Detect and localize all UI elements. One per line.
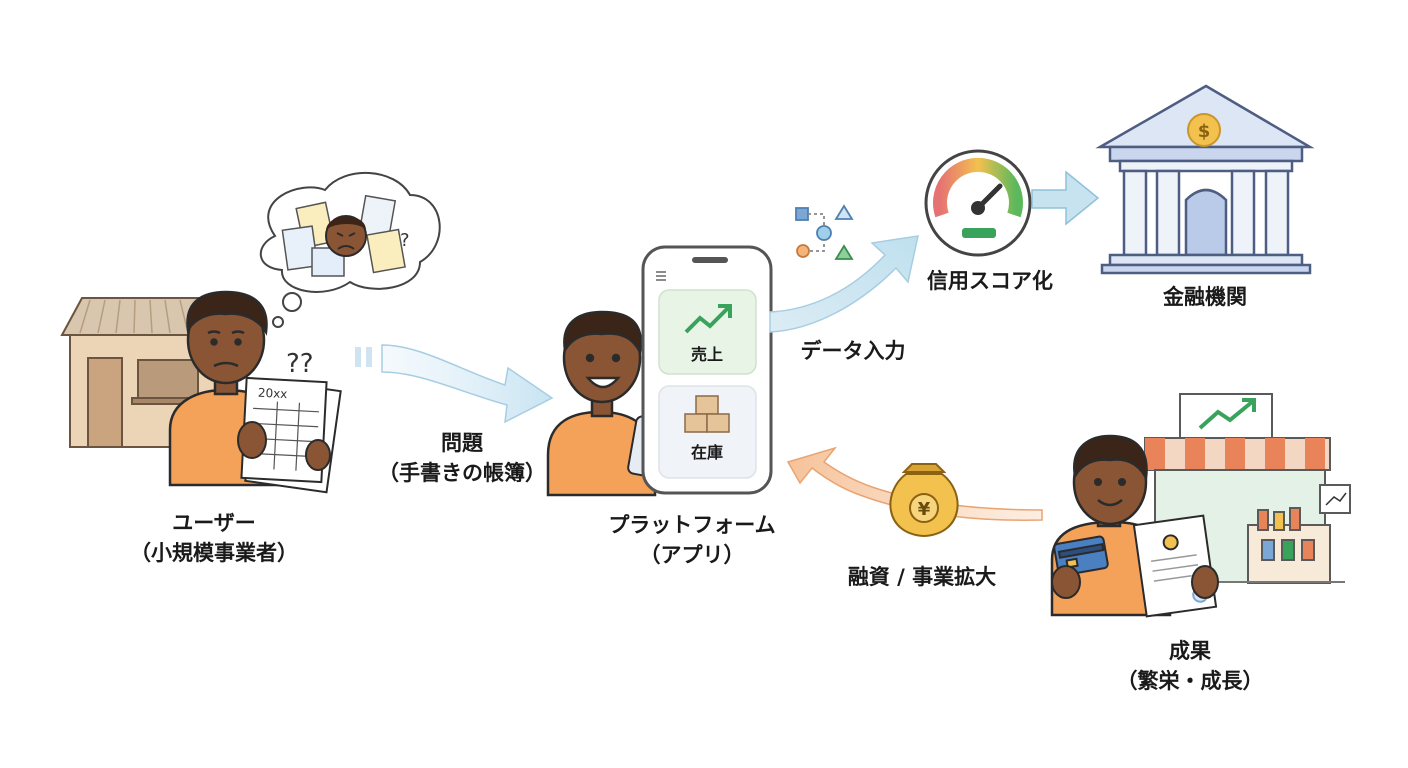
money-bag-icon [889,463,959,538]
outcome-label: 成果 （繁栄・成長） [1090,636,1290,696]
problem-title: 問題 [441,431,483,455]
document-icon [1132,514,1219,618]
worried-face-icon [325,215,367,257]
arrow-problem [355,344,554,424]
arrow-to-bank [1031,170,1100,226]
platform-title: プラットフォーム [608,513,776,537]
platform-label: プラットフォーム （アプリ） [572,510,812,570]
yen-symbol: ¥ [918,499,931,520]
platform-subtitle: （アプリ） [639,543,745,567]
problem-subtitle: （手書きの帳簿） [378,461,546,485]
user-hands [237,421,331,471]
user-label: ユーザー （小規模事業者） [94,508,334,568]
trend-up-icon [684,304,732,334]
inventory-card-label: 在庫 [690,443,723,462]
bank-icon [1095,84,1315,275]
svg-text:$: $ [1198,121,1211,142]
user-title: ユーザー [172,511,256,535]
financing-label: 融資 / 事業拡大 [847,565,997,589]
arrow-data-input [769,235,919,333]
data-shapes-icon [795,204,854,260]
outcome-subtitle: （繁栄・成長） [1116,669,1264,693]
confusion-marks: ?? [286,349,314,379]
sales-card-label: 売上 [690,345,723,364]
gauge-icon [924,149,1032,257]
phone-icon [641,245,773,495]
ledger-scribble: 20xx [258,386,288,402]
credit-score-label: 信用スコア化 [927,269,1053,293]
bubble-question-mark: ? [400,230,410,251]
user-subtitle: （小規模事業者） [130,541,298,565]
bank-label: 金融機関 [1163,285,1247,309]
credit-card-icon [1051,535,1109,599]
problem-label: 問題 （手書きの帳簿） [352,428,572,488]
boxes-icon [684,395,730,433]
coin-icon: $ [1187,113,1221,147]
platform-person [546,310,657,497]
outcome-title: 成果 [1169,639,1211,663]
data-input-label: データ入力 [800,339,906,363]
